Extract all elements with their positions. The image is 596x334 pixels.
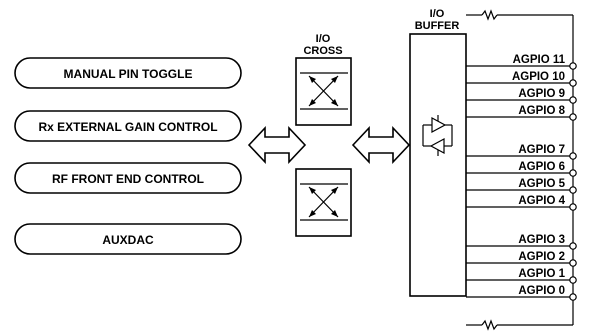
pin-terminal-icon xyxy=(569,186,577,194)
pin-label: AGPIO 2 xyxy=(518,251,565,263)
bottom-bus-line xyxy=(466,300,574,331)
function-label: AUXDAC xyxy=(102,233,154,247)
io-buffer-title-line1: I/O xyxy=(430,8,445,20)
agpio-pin: AGPIO 10 xyxy=(466,71,577,87)
pin-label: AGPIO 5 xyxy=(518,178,565,190)
agpio-pin: AGPIO 4 xyxy=(466,195,577,211)
io-buffer-block xyxy=(409,33,467,297)
pin-terminal-icon xyxy=(569,96,577,104)
function-block-rx-external-gain-control: Rx EXTERNAL GAIN CONTROL xyxy=(14,110,242,142)
io-buffer-title-line2: BUFFER xyxy=(415,20,460,32)
agpio-pin: AGPIO 5 xyxy=(466,178,577,194)
pin-terminal-icon xyxy=(569,152,577,160)
agpio-pin: AGPIO 7 xyxy=(466,144,577,160)
function-label: MANUAL PIN TOGGLE xyxy=(64,67,193,81)
function-label: Rx EXTERNAL GAIN CONTROL xyxy=(38,120,217,134)
io-cross-switch-top xyxy=(295,57,352,126)
function-block-auxdac: AUXDAC xyxy=(14,223,242,255)
io-cross-title-line1: I/O xyxy=(316,33,331,45)
agpio-pin: AGPIO 8 xyxy=(466,105,577,121)
bidirectional-arrow-icon xyxy=(247,125,307,165)
function-block-manual-pin-toggle: MANUAL PIN TOGGLE xyxy=(14,57,242,89)
pin-label: AGPIO 11 xyxy=(513,54,566,66)
agpio-pin: AGPIO 2 xyxy=(466,251,577,267)
pin-terminal-icon xyxy=(569,242,577,250)
pin-label: AGPIO 4 xyxy=(518,195,565,207)
agpio-pin: AGPIO 6 xyxy=(466,161,577,177)
pin-label: AGPIO 7 xyxy=(518,144,565,156)
pin-terminal-icon xyxy=(569,203,577,211)
pin-label: AGPIO 10 xyxy=(512,71,565,83)
agpio-pin: AGPIO 9 xyxy=(466,88,577,104)
agpio-pin: AGPIO 1 xyxy=(466,268,577,284)
pin-terminal-icon xyxy=(569,62,577,70)
pin-terminal-icon xyxy=(569,79,577,87)
agpio-pin: AGPIO 0 xyxy=(466,285,577,301)
pin-label: AGPIO 6 xyxy=(518,161,565,173)
pin-terminal-icon xyxy=(569,169,577,177)
tristate-buffer-icon xyxy=(422,115,453,156)
pin-terminal-icon xyxy=(569,113,577,121)
pin-label: AGPIO 1 xyxy=(518,268,565,280)
pin-terminal-icon xyxy=(569,276,577,284)
pin-label: AGPIO 9 xyxy=(518,88,565,100)
function-block-rf-front-end-control: RF FRONT END CONTROL xyxy=(14,162,242,194)
pin-label: AGPIO 8 xyxy=(518,105,565,117)
pin-terminal-icon xyxy=(569,293,577,301)
bidirectional-arrow-icon xyxy=(351,125,411,165)
pin-label: AGPIO 0 xyxy=(518,285,565,297)
pin-label: AGPIO 3 xyxy=(518,234,565,246)
pin-terminal-icon xyxy=(569,259,577,267)
agpio-pin: AGPIO 11 xyxy=(466,54,577,70)
agpio-pin: AGPIO 3 xyxy=(466,234,577,250)
agpio-pin-list: AGPIO 11 AGPIO 10 AGPIO 9 AGPIO 8 AGPIO 7 AGP… xyxy=(466,54,577,301)
function-label: RF FRONT END CONTROL xyxy=(52,172,204,186)
io-cross-switch-bottom xyxy=(295,168,352,237)
io-cross-title-line2: CROSS xyxy=(303,45,342,57)
